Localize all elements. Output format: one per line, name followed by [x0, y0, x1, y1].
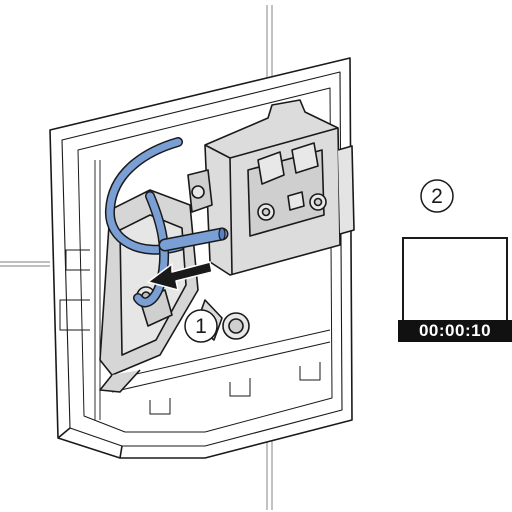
timer-display: 00:00:10 [398, 320, 512, 342]
step-2-circle [420, 179, 454, 213]
step-1-number: 1 [195, 315, 207, 338]
step-1-circle [184, 309, 218, 343]
step-2-number: 2 [431, 185, 443, 208]
wall-joint-lines [0, 5, 273, 510]
arrow-left-icon [147, 261, 213, 291]
actuator-housing [187, 99, 355, 276]
